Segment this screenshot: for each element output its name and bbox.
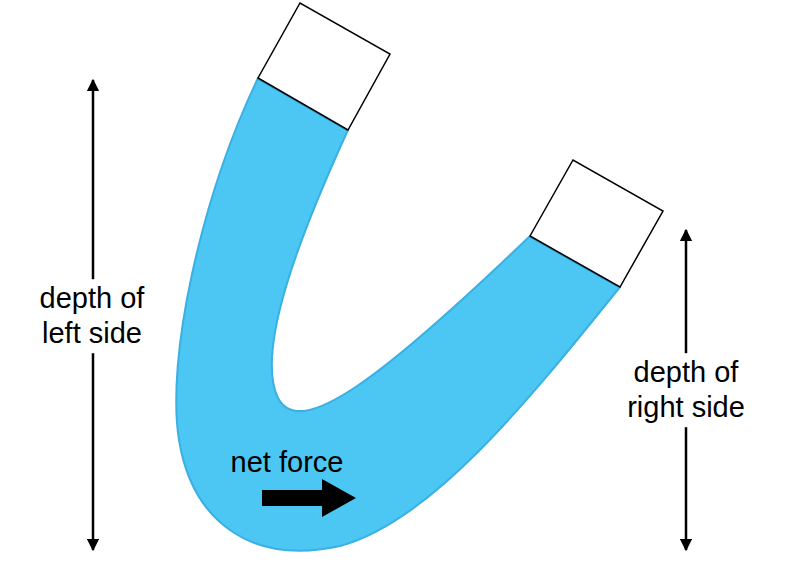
tube-end	[530, 160, 663, 287]
tube-end	[258, 3, 390, 130]
depth-label: depth of right side	[602, 353, 770, 427]
depth-label: depth of left side	[13, 279, 171, 353]
force-label: net force	[207, 445, 367, 480]
water-column	[176, 78, 620, 551]
force-arrow	[262, 479, 356, 517]
